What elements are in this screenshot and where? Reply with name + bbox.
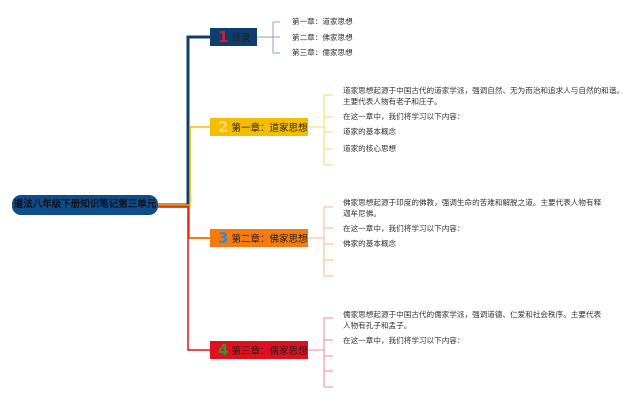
topic-label: 第三章：儒家思想 bbox=[231, 346, 308, 357]
subtopic[interactable]: 第三章：儒家思想 bbox=[292, 48, 353, 57]
number-marker: 4 bbox=[218, 341, 229, 359]
subtopic[interactable]: 在这一章中，我们将学习以下内容： bbox=[343, 336, 465, 345]
subtopic[interactable]: 在这一章中，我们将学习以下内容： bbox=[343, 224, 465, 233]
subtopic[interactable]: 第一章：道家思想 bbox=[292, 17, 353, 26]
subtopic[interactable]: 道家的核心思想 bbox=[343, 144, 397, 153]
subtopic[interactable]: 佛家的基本概念 bbox=[343, 239, 397, 248]
number-marker: 1 bbox=[218, 28, 229, 46]
subtopic[interactable]: 道家的基本概念 bbox=[343, 127, 397, 136]
subtopic[interactable]: 佛家思想起源于印度的佛教，强调生命的苦难和解脱之道。主要代表人物有释迦牟尼佛。 bbox=[343, 198, 602, 218]
subtopic[interactable]: 在这一章中，我们将学习以下内容： bbox=[343, 112, 465, 121]
topic-label: 目录 bbox=[231, 33, 251, 44]
topic-label: 第二章：佛家思想 bbox=[231, 234, 308, 245]
subtopic[interactable]: 儒家思想起源于中国古代的儒家学派，强调道德、仁爱和社会秩序。主要代表人物有孔子和… bbox=[343, 310, 602, 330]
number-marker: 3 bbox=[218, 229, 229, 247]
subtopic[interactable]: 道家思想起源于中国古代的道家学派，强调自然、无为而治和追求人与自然的和谐。主要代… bbox=[343, 86, 624, 106]
number-marker: 2 bbox=[218, 118, 229, 136]
topic-label: 第一章：道家思想 bbox=[231, 123, 308, 134]
root-topic[interactable]: 道法八年级下册知识笔记第三单元 bbox=[12, 195, 158, 215]
subtopic[interactable]: 第二章：佛家思想 bbox=[292, 33, 353, 42]
